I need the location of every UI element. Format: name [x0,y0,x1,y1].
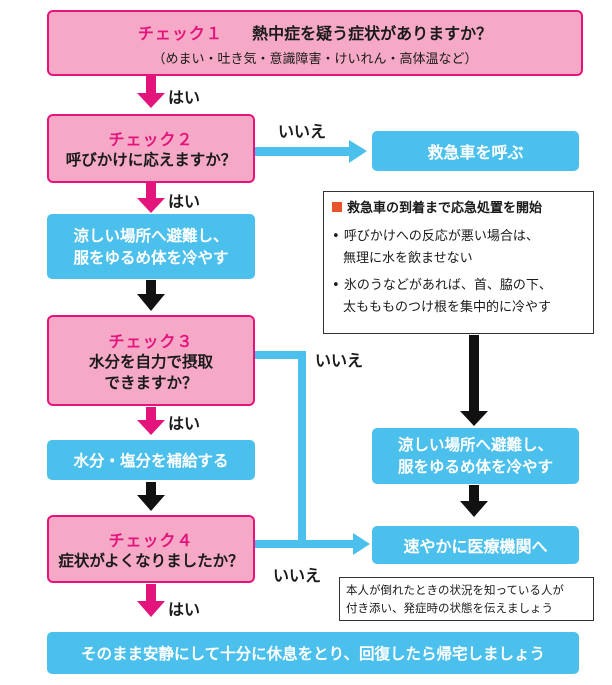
note-box: 本人が倒れたときの状況を知っている人が 付き添い、発症時の状態を伝えましょう [339,577,594,621]
next-arrows [137,280,488,517]
check2-title: チェック２ [108,130,194,149]
no-arrows [250,140,370,555]
cool-down-box-2: 涼しい場所へ避難し、 服をゆるめ体を冷やす [372,428,579,484]
check4-question: 症状がよくなりましたか？ [58,551,244,570]
check3-title: チェック３ [108,331,194,351]
check3-question-l1: 水分を自力で摂取 [88,352,213,371]
first-aid-box: 救急車の到着まで応急処置を開始 • 呼びかけへの反応が悪い場合は、 無理に水を飲… [323,191,594,334]
first-aid-bullet-1: • 呼びかけへの反応が悪い場合は、 [332,229,539,244]
yes-arrows [137,76,165,617]
cool-down-line-1: 涼しい場所へ避難し、 [73,226,229,245]
hydrate-box: 水分・塩分を補給する [47,440,255,480]
check1-box: チェック１ 熱中症を疑う症状がありますか？ （めまい・吐き気・意識障害・けいれん… [47,10,583,76]
check4-box: チェック４ 症状がよくなりましたか？ [47,515,255,583]
hydrate-label: 水分・塩分を補給する [73,452,229,470]
hospital-box: 速やかに医療機関へ [372,526,579,564]
yes-label-2: はい [168,192,201,211]
note-line-2: 付き添い、発症時の状態を伝えましょう [346,601,553,615]
first-aid-heading: 救急車の到着まで応急処置を開始 [347,201,543,216]
hospital-label: 速やかに医療機関へ [403,537,548,556]
yes-label-4: はい [168,600,201,619]
call-ambulance-label: 救急車を呼ぶ [427,143,524,162]
first-aid-bullet-2: • 氷のうなどがあれば、首、脇の下、 [332,278,552,293]
check3-box: チェック３ 水分を自力で摂取 できますか？ [47,315,255,406]
first-aid-bullet-2-cont: 太ももものつけ根を集中的に冷やす [343,300,552,315]
cool-down-box-1: 涼しい場所へ避難し、 服をゆるめ体を冷やす [47,214,255,279]
cool-down-line-2: 服をゆるめ体を冷やす [73,248,229,267]
no-label-1: いいえ [278,122,327,141]
yes-label-1: はい [168,88,201,107]
check3-question-l2: できますか？ [104,373,198,392]
call-ambulance-box: 救急車を呼ぶ [372,131,579,171]
no-label-3: いいえ [273,566,322,585]
cool-down-2-line-1: 涼しい場所へ避難し、 [397,436,553,454]
cool-down-2-line-2: 服をゆるめ体を冷やす [397,458,553,476]
check2-box: チェック２ 呼びかけに応えますか？ [47,114,255,183]
final-label: そのまま安静にして十分に休息をとり、回復したら帰宅しましょう [81,645,545,663]
note-line-1: 本人が倒れたときの状況を知っている人が [346,583,564,597]
check1-sub: （めまい・吐き気・意識障害・けいれん・高体温など） [152,51,478,67]
check1-question: 熱中症を疑う症状がありますか？ [252,23,493,43]
check1-title: チェック１ [137,23,223,43]
check4-title: チェック４ [108,530,194,550]
first-aid-bullet-1-cont: 無理に水を飲ませない [343,251,473,266]
final-box: そのまま安静にして十分に休息をとり、回復したら帰宅しましょう [47,632,579,674]
no-label-2: いいえ [315,351,364,370]
accent-square [332,202,342,212]
yes-label-3: はい [168,414,201,433]
check2-question: 呼びかけに応えますか？ [65,151,237,169]
